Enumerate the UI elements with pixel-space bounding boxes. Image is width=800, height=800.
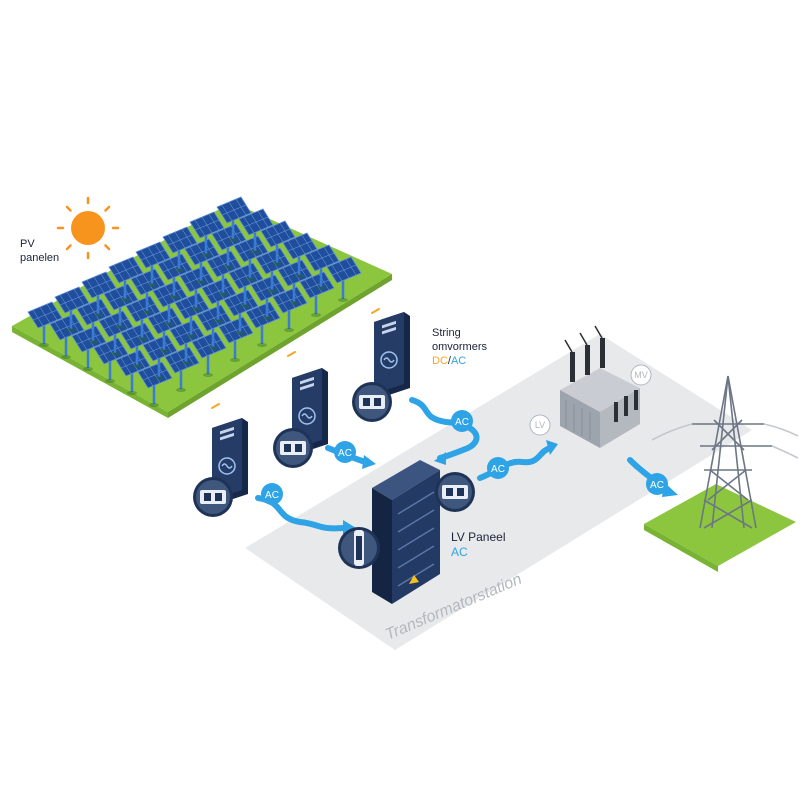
svg-text:MV: MV [634, 370, 648, 380]
lv-panel-cabinet [372, 460, 440, 604]
pv-panels-label: PV panelen [20, 238, 80, 266]
lv-panel-fuse-icon [338, 527, 380, 569]
inverter-breaker-3-icon [352, 382, 392, 422]
dc-label: DC [432, 354, 448, 367]
flow-badge-2: AC [334, 441, 356, 463]
svg-text:AC: AC [338, 448, 352, 459]
string-inverters-label: String omvormers DC/AC [432, 327, 487, 368]
svg-text:AC: AC [491, 464, 505, 475]
svg-text:AC: AC [650, 480, 664, 491]
dc-ac-label: DC/AC [432, 355, 487, 369]
ac-label: AC [450, 354, 467, 367]
flow-badge-1: AC [261, 483, 283, 505]
flow-badge-3: AC [451, 410, 473, 432]
grid-ground [644, 484, 796, 566]
inverter-breaker-1-icon [193, 477, 233, 517]
mv-marker-icon: MV [630, 364, 652, 386]
slash-label: / [447, 354, 451, 367]
transmission-tower [651, 375, 799, 529]
inverter-breaker-2-icon [273, 428, 313, 468]
string-label-line-2: omvormers [432, 340, 488, 353]
pv-label-line-2: panelen [20, 251, 60, 264]
lv-panel-ac: AC [451, 545, 468, 559]
lv-panel-label: LV Paneel AC [451, 530, 506, 560]
svg-text:LV: LV [535, 420, 545, 430]
svg-text:AC: AC [455, 417, 469, 428]
string-label-line-1: String [432, 327, 461, 339]
flow-badge-4: AC [487, 457, 509, 479]
flow-badge-5: AC [646, 473, 668, 495]
svg-text:AC: AC [265, 490, 279, 501]
lv-panel-breaker-icon [435, 472, 475, 512]
sun-icon [56, 196, 120, 260]
transformer [560, 325, 640, 448]
pv-label-line-1: PV [20, 238, 35, 250]
lv-panel-title: LV Paneel [451, 530, 506, 544]
ac-flow-inverter-3 [409, 397, 480, 461]
lv-marker-icon: LV [529, 414, 551, 436]
